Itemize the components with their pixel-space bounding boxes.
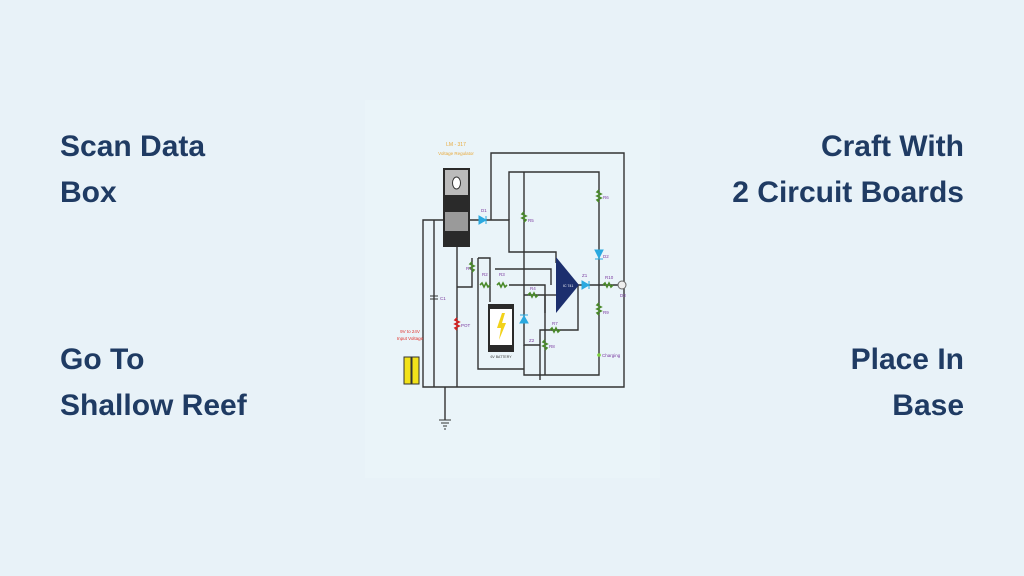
svg-text:D2: D2	[603, 254, 609, 259]
diodes	[478, 215, 604, 324]
step-line: Go To	[60, 343, 145, 376]
step-line: Base	[892, 389, 964, 422]
resistors	[468, 189, 614, 351]
svg-text:R10: R10	[605, 275, 614, 280]
svg-text:R8: R8	[549, 344, 555, 349]
svg-text:R6: R6	[603, 195, 609, 200]
svg-text:Z1: Z1	[582, 273, 588, 278]
battery-icon	[488, 304, 514, 352]
step-line: Scan Data	[60, 130, 206, 163]
svg-text:C1: C1	[440, 296, 446, 301]
step-line: Place In	[850, 343, 964, 376]
step-line: Shallow Reef	[60, 389, 247, 422]
step-craft-circuit-boards: Craft With 2 Circuit Boards	[732, 124, 964, 216]
step-line: Craft With	[820, 130, 964, 163]
zener-z2	[519, 314, 529, 324]
svg-text:R3: R3	[499, 272, 505, 277]
step-line: 2 Circuit Boards	[732, 176, 964, 209]
step-line: Box	[60, 176, 117, 209]
charging-led-icon	[597, 353, 601, 357]
step-go-to-shallow-reef: Go To Shallow Reef	[60, 337, 247, 429]
component-labels: D1 R5 R6 D2 R1 R2 R3 R4 Z1 R10 D3 R9 R7 …	[440, 195, 626, 349]
voltage-regulator: LM - 317 Voltage Regulator	[438, 142, 474, 247]
svg-text:R2: R2	[482, 272, 488, 277]
bulb-icon	[617, 280, 627, 290]
svg-text:R4: R4	[530, 286, 536, 291]
diode-d1	[478, 215, 488, 225]
ic-label: IC 741	[563, 284, 573, 288]
ground-icon	[439, 419, 451, 430]
svg-text:D1: D1	[481, 208, 487, 213]
svg-text:R9: R9	[603, 310, 609, 315]
battery-label: 6V BATTERY	[490, 355, 512, 359]
step-place-in-base: Place In Base	[851, 337, 964, 429]
svg-text:R7: R7	[552, 321, 558, 326]
svg-text:Z2: Z2	[529, 338, 535, 343]
svg-text:D3: D3	[620, 293, 626, 298]
step-scan-data-box: Scan Data Box	[60, 124, 205, 216]
capacitor-c1	[430, 295, 438, 300]
diagram-background	[365, 100, 660, 478]
svg-text:R1: R1	[466, 266, 472, 271]
zener-z1	[581, 280, 591, 290]
input-battery-icon	[403, 356, 420, 385]
input-voltage-1: 9V to 24V	[400, 329, 420, 334]
regulator-name: LM - 317	[446, 142, 466, 148]
potentiometer	[453, 317, 461, 331]
regulator-sub: Voltage Regulator	[438, 151, 474, 156]
charging-label: Charging	[602, 353, 621, 358]
wires	[422, 152, 625, 420]
opamp-ic741	[556, 257, 579, 313]
svg-text:R5: R5	[528, 218, 534, 223]
input-voltage-2: Input Voltage	[397, 336, 424, 341]
diode-d2	[594, 249, 604, 260]
svg-text:POT: POT	[461, 323, 471, 328]
